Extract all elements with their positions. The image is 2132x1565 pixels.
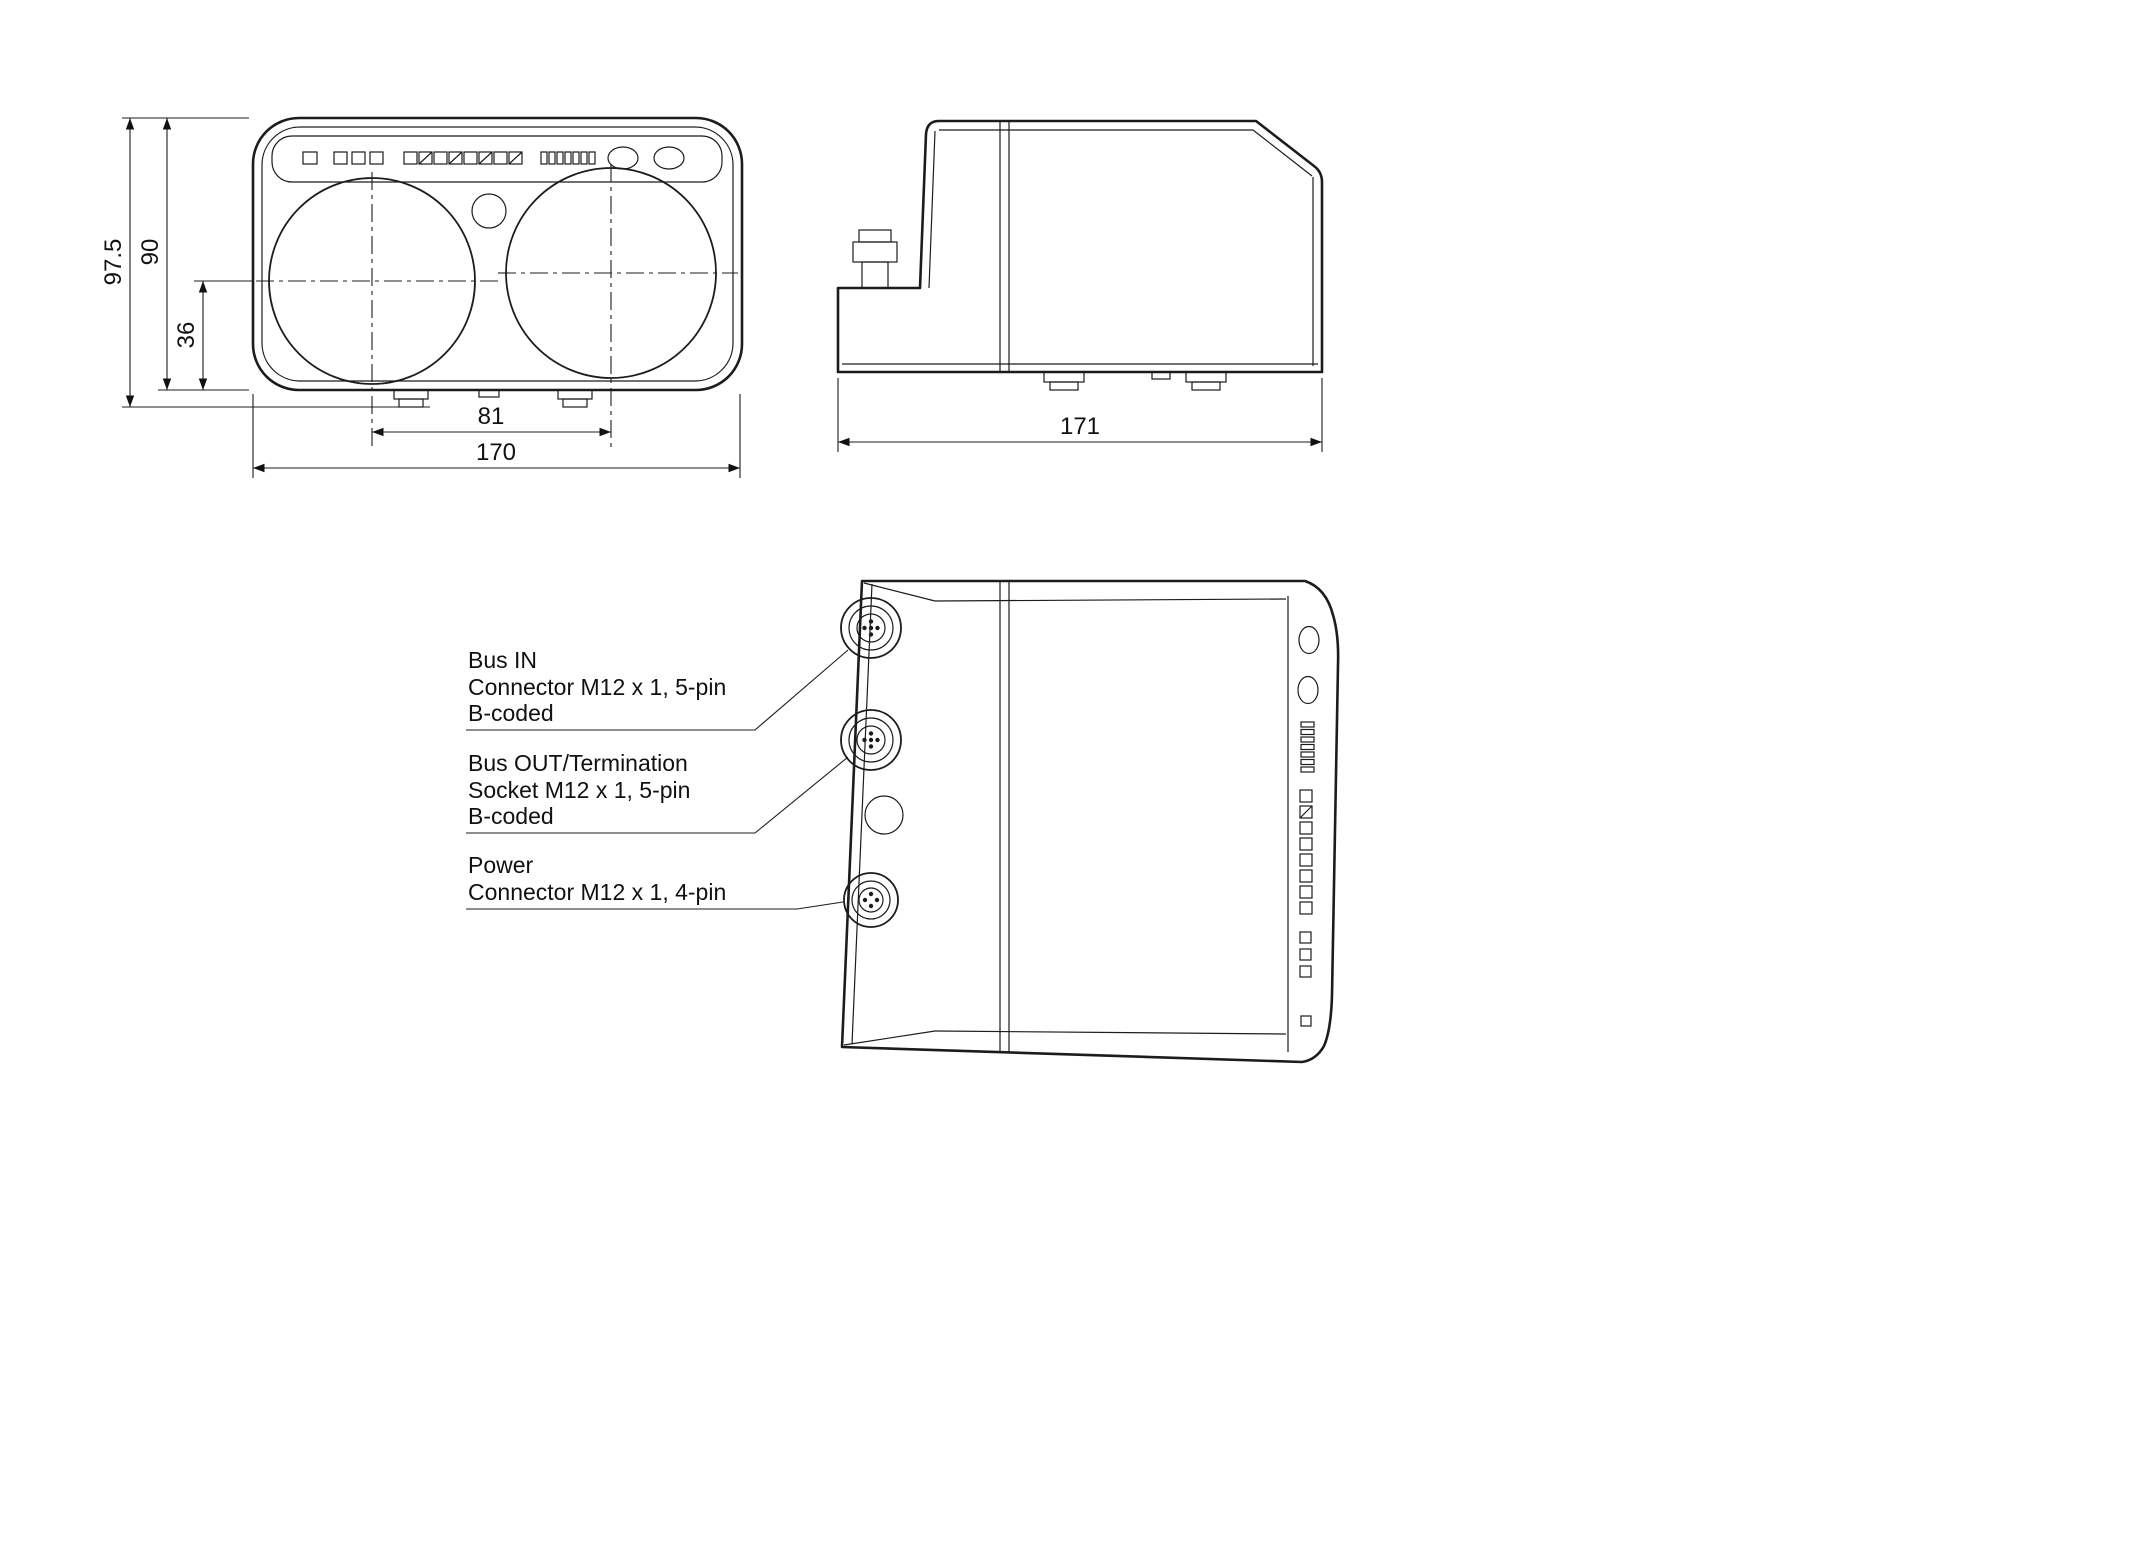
bus-out-label-line1: Bus OUT/Termination [468, 750, 688, 776]
led-square [493, 151, 508, 165]
bus-in-callout: Bus IN Connector M12 x 1, 5-pin B-coded [466, 647, 849, 731]
dim-label-total-width: 170 [476, 439, 516, 466]
panel-led-square [1299, 965, 1312, 978]
panel-led-square [1299, 869, 1313, 883]
led-bar [540, 151, 548, 165]
led-square [403, 151, 418, 165]
led-square [351, 151, 366, 165]
vent-port [864, 795, 904, 835]
dim-label-total-depth: 171 [1060, 413, 1100, 440]
front-view-dimensions: 97.5 90 36 81 170 [100, 117, 741, 478]
panel-led-square [1299, 837, 1313, 851]
front-body-inner-outline [261, 126, 734, 382]
panel-led-bar [1300, 758, 1315, 766]
connector-callouts: Bus IN Connector M12 x 1, 5-pin B-coded … [466, 647, 849, 910]
front-control-panel [271, 135, 723, 183]
panel-led-bar [1300, 766, 1315, 773]
panel-led-square [1299, 885, 1313, 899]
panel-led-bar [1300, 743, 1315, 751]
led-bar [564, 151, 572, 165]
led-bar [580, 151, 588, 165]
front-led-indicator-row [302, 146, 685, 170]
front-view [251, 116, 744, 448]
right-indicator-panel [1297, 625, 1320, 1027]
side-body-outline [836, 119, 1324, 374]
led-bar [548, 151, 556, 165]
front-body-outer-outline [251, 116, 744, 392]
dim-label-lens-center-height: 36 [173, 322, 200, 349]
panel-button [1298, 625, 1320, 655]
power-label-line1: Power [468, 852, 534, 878]
dim-label-total-height: 97.5 [100, 239, 127, 286]
panel-led-square [1299, 853, 1313, 867]
led-bar [572, 151, 580, 165]
panel-led-square [1299, 901, 1313, 915]
side-view-dimensions: 171 [837, 378, 1323, 452]
bus-out-callout: Bus OUT/Termination Socket M12 x 1, 5-pi… [466, 750, 849, 834]
bus-out-label-line3: B-coded [468, 803, 554, 829]
bus-in-leader-line [466, 649, 849, 731]
front-mounting-feet [393, 389, 593, 408]
led-square [333, 151, 348, 165]
power-label-line2: Connector M12 x 1, 4-pin [468, 879, 726, 905]
led-bar [588, 151, 596, 165]
side-mounting-feet [1043, 371, 1227, 391]
side-view [836, 119, 1324, 391]
bus-in-label-line2: Connector M12 x 1, 5-pin [468, 674, 726, 700]
panel-led-square [1299, 805, 1313, 819]
panel-led-square [1299, 948, 1312, 961]
led-square [508, 151, 523, 165]
panel-led-bar [1300, 721, 1315, 728]
bus-out-leader-line [466, 756, 849, 834]
led-square [302, 151, 318, 165]
panel-led-bar [1300, 728, 1315, 736]
led-bar [556, 151, 564, 165]
panel-led-square [1300, 1015, 1312, 1027]
panel-led-square [1299, 821, 1313, 835]
power-callout: Power Connector M12 x 1, 4-pin [466, 852, 844, 910]
panel-led-bar [1300, 736, 1315, 743]
front-center-aperture [471, 193, 507, 229]
panel-led-square [1299, 931, 1312, 944]
power-connector [843, 872, 899, 928]
panel-button [1297, 675, 1319, 705]
led-square [418, 151, 433, 165]
led-square [369, 151, 384, 165]
power-leader-line [466, 901, 844, 910]
led-square [463, 151, 478, 165]
front-button [653, 146, 685, 170]
panel-led-square [1299, 789, 1313, 803]
bus-in-label-line1: Bus IN [468, 647, 537, 673]
bus-in-label-line3: B-coded [468, 700, 554, 726]
connector-body-outline [840, 579, 1340, 1064]
front-button [607, 146, 639, 170]
dim-label-lens-spacing: 81 [478, 403, 505, 430]
panel-led-bar [1300, 751, 1315, 758]
led-square [448, 151, 463, 165]
led-square [478, 151, 493, 165]
bus-out-connector [840, 709, 902, 771]
bus-in-connector [840, 597, 902, 659]
side-m12-connector [852, 229, 898, 289]
bus-out-label-line2: Socket M12 x 1, 5-pin [468, 777, 690, 803]
dim-label-body-height: 90 [137, 239, 164, 266]
led-square [433, 151, 448, 165]
connector-view [840, 579, 1340, 1064]
